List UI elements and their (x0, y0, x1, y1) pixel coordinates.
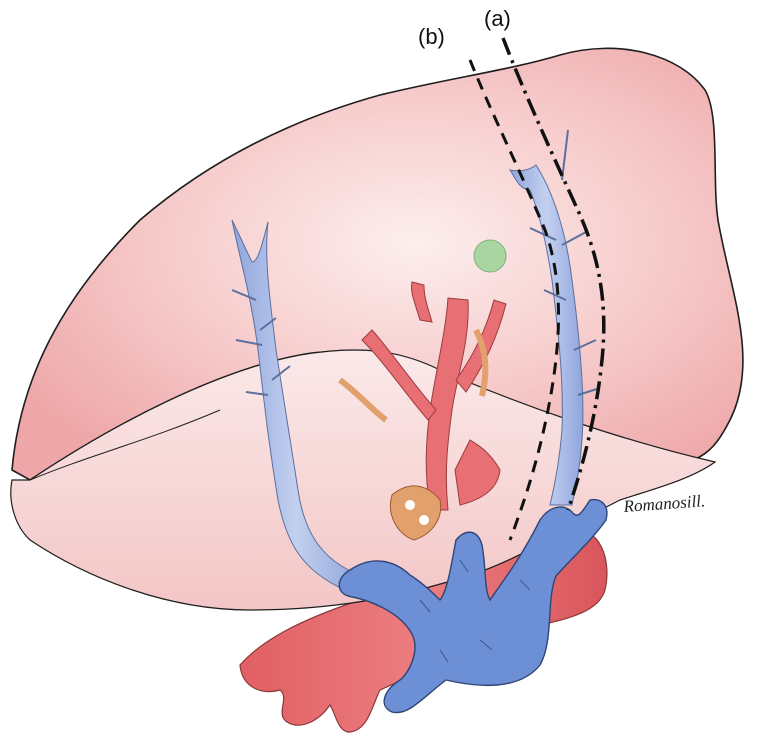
portal-pedicle-tree (361, 281, 507, 511)
resection-line-a (501, 37, 606, 511)
hepatic-vein-confluence (338, 498, 608, 714)
resection-line-b (468, 59, 560, 541)
left-hepatic-vein (231, 219, 361, 591)
lesion-marker (473, 239, 507, 273)
biliary-branches (338, 328, 489, 541)
label-a: (a) (484, 6, 511, 31)
label-b: (b) (418, 24, 445, 49)
liver-visceral-surface (10, 349, 717, 611)
right-hepatic-vein (508, 129, 601, 506)
